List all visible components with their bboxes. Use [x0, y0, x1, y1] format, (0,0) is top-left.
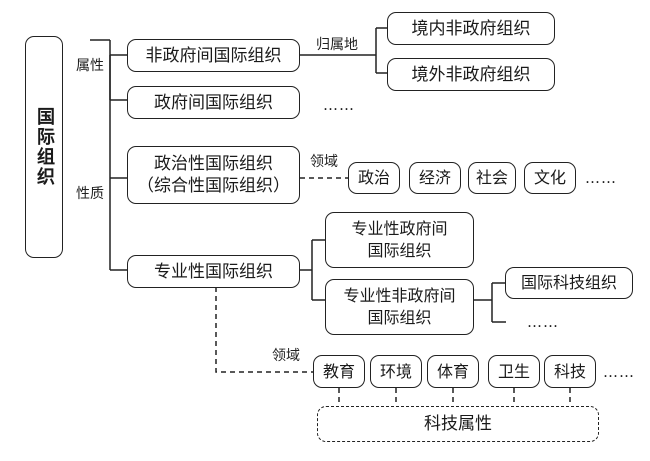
field-environment: 环境	[370, 355, 422, 388]
field-society: 社会	[468, 162, 516, 194]
prof-ngo-line-1: 专业性非政府间	[343, 286, 456, 305]
node-foreign-ngo: 境外非政府组织	[387, 58, 555, 91]
field-politics: 政治	[348, 162, 400, 194]
label-field-1: 领域	[310, 154, 338, 170]
node-sci-tech-attr: 科技属性	[317, 406, 599, 442]
label-field-2: 领域	[272, 348, 300, 364]
field-culture: 文化	[524, 162, 576, 194]
node-professional: 专业性国际组织	[127, 255, 300, 288]
prof-ngo-line-2: 国际组织	[367, 308, 432, 327]
ellipsis-political: ……	[585, 169, 617, 187]
political-line-1: 政治性国际组织	[154, 154, 273, 174]
node-domestic-ngo: 境内非政府组织	[387, 12, 555, 45]
node-political: 政治性国际组织 （综合性国际组织）	[127, 146, 300, 204]
field-education: 教育	[313, 355, 365, 388]
ellipsis-prof-ngo: ……	[527, 313, 559, 331]
field-sports: 体育	[427, 355, 479, 388]
label-nature: 性质	[76, 186, 104, 202]
field-health: 卫生	[488, 355, 540, 388]
node-prof-gov: 专业性政府间 国际组织	[325, 212, 474, 268]
label-belong: 归属地	[316, 37, 358, 53]
field-economy: 经济	[409, 162, 461, 194]
ellipsis-igo: ……	[323, 96, 355, 114]
label-attribute: 属性	[76, 58, 104, 74]
prof-gov-line-1: 专业性政府间	[351, 219, 448, 238]
ellipsis-professional: ……	[603, 363, 635, 381]
root-node: 国际组织	[25, 36, 63, 258]
node-prof-ngo: 专业性非政府间 国际组织	[325, 279, 474, 335]
political-line-2: （综合性国际组织）	[137, 176, 290, 196]
node-ngo: 非政府间国际组织	[127, 39, 300, 72]
prof-gov-line-2: 国际组织	[367, 241, 432, 260]
field-sci-tech: 科技	[544, 355, 596, 388]
node-igo: 政府间国际组织	[127, 86, 300, 119]
node-sci-tech-org: 国际科技组织	[505, 267, 633, 299]
